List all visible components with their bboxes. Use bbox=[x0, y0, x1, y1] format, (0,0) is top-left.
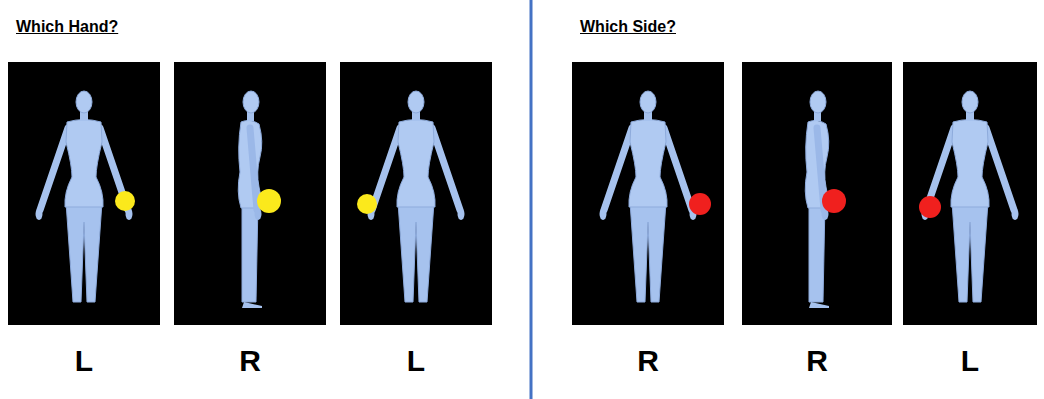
panel bbox=[174, 62, 326, 325]
answer-letter: R bbox=[637, 344, 659, 377]
red-dot bbox=[822, 189, 846, 213]
answer-letter: R bbox=[239, 344, 261, 377]
panel bbox=[8, 62, 160, 325]
body-back bbox=[922, 91, 1019, 302]
answer-letter: L bbox=[75, 344, 93, 377]
divider-line bbox=[530, 0, 533, 399]
answer-letter: L bbox=[961, 344, 979, 377]
panel bbox=[903, 62, 1037, 325]
red-dot bbox=[689, 193, 711, 215]
yellow-dot bbox=[357, 194, 377, 214]
answer-letter: L bbox=[407, 344, 425, 377]
panel bbox=[572, 62, 724, 325]
section-heading: Which Side? bbox=[580, 18, 676, 36]
body-back bbox=[368, 91, 465, 302]
panel bbox=[340, 62, 492, 325]
answer-letter: R bbox=[806, 344, 828, 377]
red-dot bbox=[919, 196, 941, 218]
yellow-dot bbox=[257, 189, 281, 213]
panel bbox=[742, 62, 892, 325]
body-front bbox=[600, 91, 697, 302]
section-heading: Which Hand? bbox=[16, 18, 118, 36]
yellow-dot bbox=[115, 191, 135, 211]
